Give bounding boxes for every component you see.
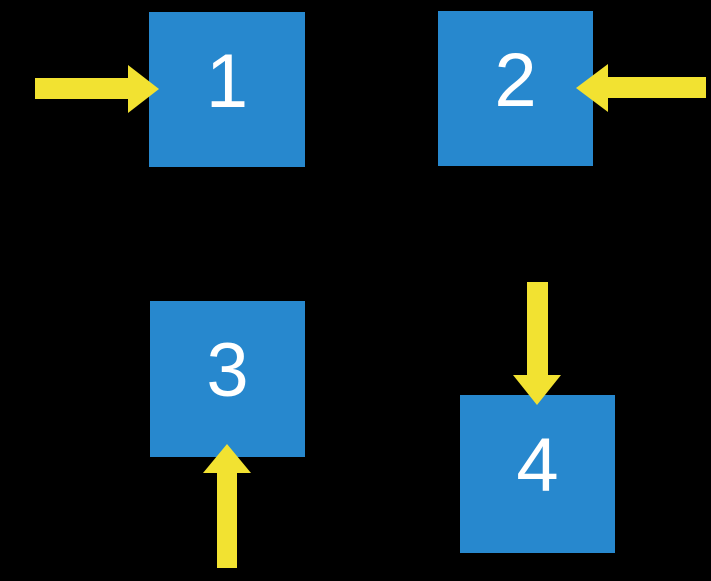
arrow-right-head: [128, 65, 159, 113]
node-square-2: 2: [438, 11, 593, 166]
arrow-up-head: [203, 444, 251, 473]
arrow-right-shaft: [35, 78, 129, 99]
node-square-3: 3: [150, 301, 305, 457]
node-square-1: 1: [149, 12, 305, 167]
node-label-3: 3: [206, 328, 249, 413]
node-label-1: 1: [205, 38, 249, 124]
arrow-left-head: [576, 64, 608, 112]
node-label-2: 2: [494, 37, 537, 123]
arrow-left-shaft: [607, 77, 706, 98]
arrow-up-icon: [203, 444, 251, 568]
arrow-down-head: [513, 375, 561, 405]
arrow-left-icon: [576, 64, 706, 112]
node-square-4: 4: [460, 395, 615, 553]
node-label-4: 4: [516, 423, 559, 508]
arrow-up-shaft: [217, 472, 237, 568]
arrow-right-icon: [35, 65, 159, 113]
arrow-down-icon: [513, 282, 561, 405]
arrow-down-shaft: [527, 282, 548, 376]
